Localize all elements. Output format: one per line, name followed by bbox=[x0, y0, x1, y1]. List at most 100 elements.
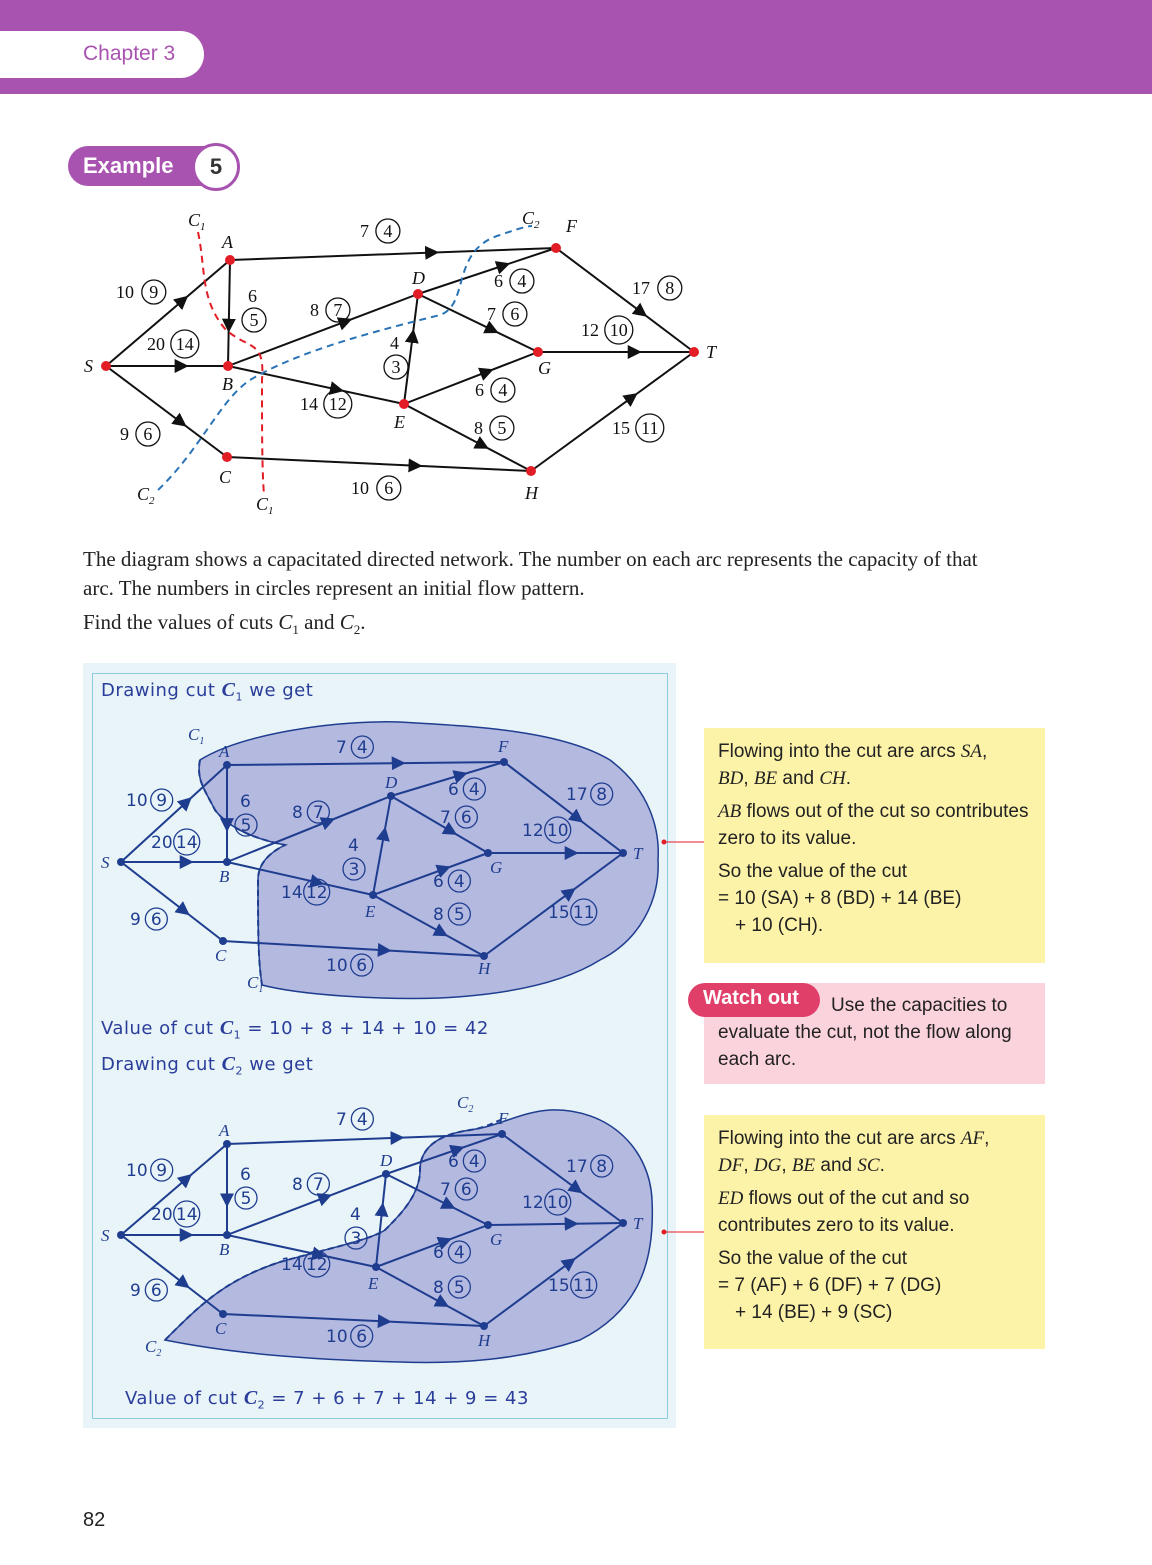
flow-AF: 4 bbox=[383, 221, 392, 241]
node-T bbox=[689, 347, 699, 357]
node-label-D: D bbox=[379, 1151, 393, 1170]
arrow-HT bbox=[622, 393, 638, 408]
flow-FT: 8 bbox=[596, 1157, 607, 1177]
flow-circle-AB bbox=[234, 1186, 258, 1210]
flow-circle-FT bbox=[657, 275, 683, 301]
flow-FT: 8 bbox=[665, 278, 674, 298]
flow-SA: 9 bbox=[149, 282, 158, 302]
capacity-AB: 6 bbox=[248, 286, 257, 306]
arc-CH bbox=[222, 940, 485, 957]
arc-ED bbox=[403, 293, 419, 405]
arrow-DG bbox=[441, 821, 458, 835]
example-badge: Example 5 bbox=[68, 143, 240, 191]
node-S bbox=[117, 858, 125, 866]
flow-circle-GT bbox=[544, 1188, 572, 1216]
arc-DF bbox=[417, 247, 557, 295]
flow-circle-DG bbox=[502, 301, 528, 327]
arc-SC bbox=[105, 365, 228, 458]
arrow-EH bbox=[433, 1294, 450, 1307]
flow-circle-BD bbox=[306, 800, 331, 824]
flow-circle-AF bbox=[350, 735, 375, 759]
arc-AF bbox=[226, 761, 505, 766]
node-S bbox=[117, 1231, 125, 1239]
node-label-B: B bbox=[222, 374, 233, 394]
node-B bbox=[223, 1231, 231, 1239]
capacity-BD: 8 bbox=[310, 300, 319, 320]
flow-BE: 12 bbox=[306, 883, 328, 903]
capacity-EH: 8 bbox=[433, 905, 444, 925]
arc-CH bbox=[222, 1313, 485, 1327]
flow-BE: 12 bbox=[329, 394, 347, 414]
capacity-DG: 7 bbox=[487, 304, 496, 324]
arc-ED bbox=[372, 795, 392, 896]
arc-DG bbox=[385, 1173, 489, 1226]
flow-SC: 6 bbox=[143, 424, 152, 444]
capacity-AF: 7 bbox=[336, 1110, 347, 1130]
node-label-C: C bbox=[215, 946, 227, 965]
capacity-ED: 4 bbox=[350, 1205, 361, 1225]
node-label-F: F bbox=[497, 737, 509, 756]
arc-SC bbox=[120, 861, 224, 942]
flow-ED: 3 bbox=[349, 860, 360, 880]
arc-BD bbox=[226, 1173, 387, 1236]
flow-circle-SA bbox=[150, 788, 174, 812]
arc-AF bbox=[226, 1133, 503, 1145]
arrow-EG bbox=[435, 864, 451, 878]
capacity-SA: 10 bbox=[116, 282, 134, 302]
capacity-FT: 17 bbox=[632, 278, 650, 298]
capacity-BE: 14 bbox=[281, 1255, 303, 1275]
node-label-D: D bbox=[384, 773, 398, 792]
flow-circle-AF bbox=[375, 218, 401, 244]
flow-circle-HT bbox=[635, 413, 665, 443]
arrow-FT bbox=[631, 302, 648, 317]
cut-c2-bottom-label: C2 bbox=[137, 484, 155, 507]
note2-line1: Flowing into the cut are arcs AF,DF, DG,… bbox=[718, 1128, 990, 1176]
node-label-B: B bbox=[219, 867, 230, 886]
flow-ED: 3 bbox=[392, 357, 401, 377]
node-label-E: E bbox=[393, 412, 405, 432]
capacity-SB: 20 bbox=[151, 833, 173, 853]
cut1-heading: Drawing cut C1 we get bbox=[101, 679, 314, 704]
node-E bbox=[372, 1263, 380, 1271]
note1-line2: AB flows out of the cut so contributes z… bbox=[718, 801, 1029, 849]
flow-circle-EH bbox=[447, 1275, 472, 1299]
example-label: Example bbox=[83, 153, 174, 178]
arc-EH bbox=[375, 1266, 485, 1327]
capacity-FT: 17 bbox=[566, 785, 588, 805]
flow-circle-AF bbox=[350, 1107, 375, 1131]
solution-inner-border bbox=[92, 673, 668, 1419]
node-D bbox=[387, 792, 395, 800]
flow-BD: 7 bbox=[313, 803, 324, 823]
watch-out-text: Use the capacities to evaluate the cut, … bbox=[718, 995, 1012, 1070]
arc-AF bbox=[229, 247, 557, 261]
flow-circle-BE bbox=[323, 389, 353, 419]
cut2-dashed-line bbox=[164, 1117, 506, 1341]
arrow-BD bbox=[336, 317, 353, 331]
node-label-E: E bbox=[367, 1274, 379, 1293]
note2-line5: + 14 (BE) + 9 (SC) bbox=[735, 1302, 893, 1323]
arrow-DF bbox=[449, 1144, 465, 1159]
node-F bbox=[500, 758, 508, 766]
cut1-dashed-line bbox=[198, 759, 289, 986]
arc-FT bbox=[501, 1133, 624, 1224]
flow-circle-SC bbox=[144, 907, 169, 931]
arc-DF bbox=[385, 1133, 503, 1175]
flow-circle-ED bbox=[342, 857, 366, 881]
flow-circle-DG bbox=[454, 1177, 479, 1201]
node-label-S: S bbox=[101, 853, 110, 872]
flow-SC: 6 bbox=[151, 1281, 162, 1301]
flow-circle-SB bbox=[170, 329, 200, 359]
arc-EG bbox=[372, 852, 489, 896]
capacity-SB: 20 bbox=[147, 334, 165, 354]
flow-DF: 4 bbox=[469, 780, 480, 800]
arc-EH bbox=[372, 894, 485, 957]
arrow-SA bbox=[176, 797, 192, 812]
flow-SB: 14 bbox=[176, 334, 194, 354]
node-label-B: B bbox=[219, 1240, 230, 1259]
arrow-EH bbox=[432, 923, 448, 937]
flow-circle-ED bbox=[344, 1226, 368, 1250]
flow-circle-DF bbox=[462, 1149, 487, 1173]
flow-circle-BD bbox=[306, 1172, 331, 1196]
flow-circle-BE bbox=[303, 878, 331, 906]
